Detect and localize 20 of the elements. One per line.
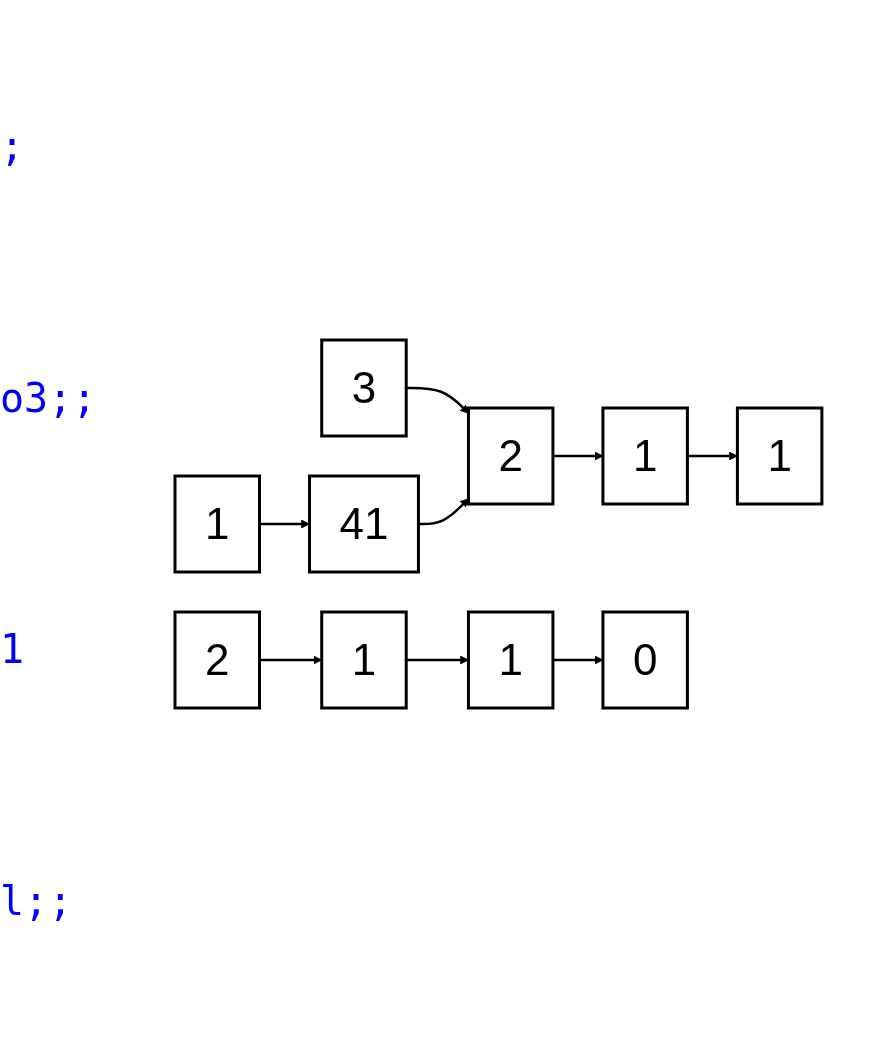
node-box: 1	[735, 406, 823, 505]
node-box: 0	[600, 610, 689, 709]
node-box: 1	[319, 610, 408, 709]
arrow	[552, 451, 603, 460]
arrow	[418, 497, 469, 525]
arrow	[552, 655, 603, 664]
code-fragment: ;	[0, 122, 26, 169]
node-box: 3	[319, 338, 408, 437]
node-box: 2	[466, 406, 554, 505]
node-box: 1	[600, 406, 689, 505]
code-fragment: 1	[0, 626, 26, 673]
code-fragment: l;;	[0, 878, 74, 925]
node-box: 1	[466, 610, 554, 709]
arrow	[259, 655, 322, 664]
node-box: 1	[173, 474, 261, 573]
arrow	[259, 519, 310, 528]
node-box: 41	[307, 474, 420, 573]
node-box: 2	[173, 610, 261, 709]
code-fragment: o3;;	[0, 374, 98, 421]
arrow	[405, 386, 469, 414]
